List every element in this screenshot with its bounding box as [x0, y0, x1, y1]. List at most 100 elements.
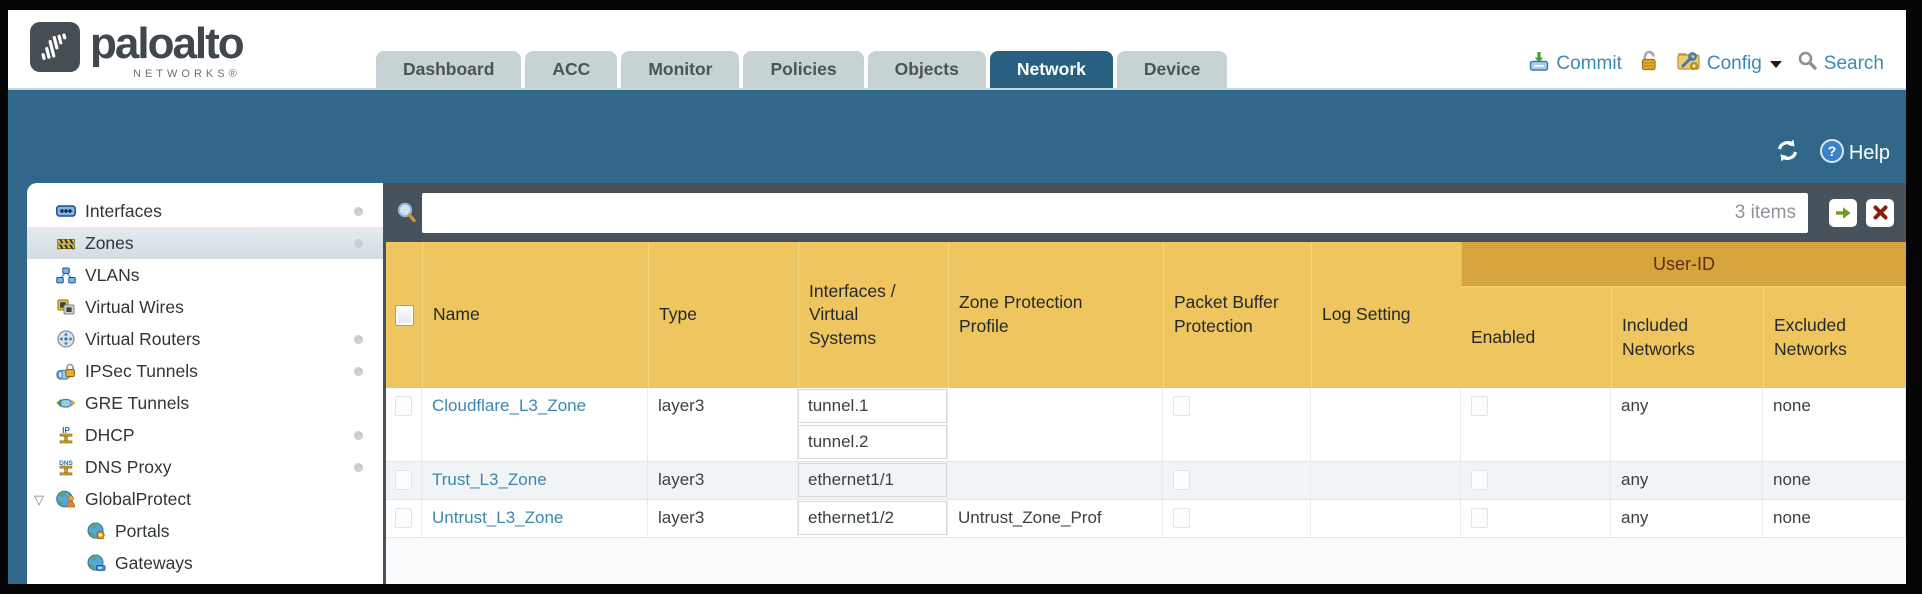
- status-dot: [354, 462, 363, 472]
- zone-name-link[interactable]: Trust_L3_Zone: [432, 470, 547, 489]
- config-label: Config: [1706, 53, 1762, 74]
- tab-device[interactable]: Device: [1116, 51, 1228, 88]
- filter-input[interactable]: [422, 192, 1808, 233]
- paloalto-logo: paloalto NETWORKS®: [30, 22, 245, 80]
- cell-excluded-networks: none: [1763, 462, 1906, 499]
- cell-zone-protection-profile: Untrust_Zone_Prof: [948, 500, 1163, 537]
- cell-included-networks: any: [1611, 388, 1763, 461]
- refresh-icon[interactable]: [1774, 137, 1801, 170]
- sidebar-item-globalprotect[interactable]: ▽ GlobalProtect: [34, 488, 192, 509]
- table-header: Name Type Interfaces / Virtual Systems Z…: [386, 242, 1906, 388]
- column-header-type[interactable]: Type: [648, 242, 798, 388]
- config-menu-button[interactable]: Config: [1676, 49, 1782, 79]
- cell-interfaces: ethernet1/2: [798, 500, 948, 537]
- cell-log-setting: [1311, 388, 1461, 461]
- tab-acc[interactable]: ACC: [525, 51, 618, 88]
- table-row: Cloudflare_L3_Zone layer3 tunnel.1 tunne…: [386, 388, 1906, 462]
- cell-log-setting: [1311, 462, 1461, 499]
- tab-network[interactable]: Network: [989, 51, 1113, 88]
- user-id-enabled-checkbox[interactable]: [1471, 508, 1488, 528]
- dhcp-icon: IP: [55, 425, 77, 445]
- column-header-enabled[interactable]: Enabled: [1471, 327, 1536, 348]
- cell-zone-protection-profile: [948, 462, 1163, 499]
- row-checkbox[interactable]: [395, 470, 412, 490]
- tab-monitor[interactable]: Monitor: [621, 51, 740, 88]
- network-sidebar: Interfaces Zones: [27, 183, 383, 584]
- zone-name-link[interactable]: Cloudflare_L3_Zone: [432, 396, 587, 415]
- sidebar-item-portals[interactable]: Portals: [27, 515, 383, 547]
- zone-name-link[interactable]: Untrust_L3_Zone: [432, 508, 564, 527]
- interface-value: tunnel.2: [798, 425, 947, 459]
- column-header-interfaces[interactable]: Interfaces / Virtual Systems: [798, 242, 948, 388]
- tab-objects[interactable]: Objects: [867, 51, 986, 88]
- sidebar-item-vlans[interactable]: VLANs: [27, 259, 383, 291]
- interface-value: ethernet1/1: [798, 463, 947, 497]
- expand-caret-icon[interactable]: ▽: [34, 492, 44, 507]
- column-header-name[interactable]: Name: [422, 242, 648, 388]
- sidebar-item-dhcp[interactable]: IP DHCP: [27, 419, 383, 451]
- lock-button[interactable]: [1637, 49, 1661, 79]
- teal-banner: ? Help: [8, 88, 1906, 183]
- sidebar-item-gre-tunnels[interactable]: GRE Tunnels: [27, 387, 383, 419]
- column-header-excluded-networks[interactable]: Excluded Networks: [1763, 288, 1906, 388]
- help-label: Help: [1848, 142, 1890, 164]
- row-checkbox[interactable]: [395, 396, 412, 416]
- gre-tunnels-icon: [55, 393, 77, 413]
- sidebar-item-gateways[interactable]: Gateways: [27, 547, 383, 579]
- virtual-wires-icon: [55, 297, 77, 317]
- table-row: Trust_L3_Zone layer3 ethernet1/1 any non…: [386, 462, 1906, 500]
- apply-filter-button[interactable]: [1829, 198, 1857, 227]
- column-header-zone-protection-profile[interactable]: Zone Protection Profile: [948, 242, 1163, 388]
- search-icon: [1797, 50, 1819, 78]
- cell-interfaces: ethernet1/1: [798, 462, 948, 499]
- sidebar-item-ipsec-tunnels[interactable]: IPSec Tunnels: [27, 355, 383, 387]
- items-count: 3 items: [1734, 201, 1796, 223]
- content-area: 3 items Name: [386, 183, 1906, 584]
- sidebar-item-virtual-wires[interactable]: Virtual Wires: [27, 291, 383, 323]
- top-header: paloalto NETWORKS® Dashboard ACC Monitor…: [8, 10, 1906, 88]
- table-row: Untrust_L3_Zone layer3 ethernet1/2 Untru…: [386, 500, 1906, 538]
- main-nav-tabs: Dashboard ACC Monitor Policies Objects N…: [376, 51, 1231, 88]
- sidebar-item-zones[interactable]: Zones: [27, 227, 383, 259]
- packet-buffer-protection-checkbox[interactable]: [1173, 508, 1190, 528]
- clear-filter-button[interactable]: [1866, 198, 1894, 227]
- status-dot: [354, 334, 363, 344]
- packet-buffer-protection-checkbox[interactable]: [1173, 470, 1190, 490]
- interface-value: tunnel.1: [798, 389, 947, 423]
- dns-proxy-icon: DNS: [55, 457, 77, 477]
- user-id-enabled-checkbox[interactable]: [1471, 470, 1488, 490]
- ipsec-tunnels-icon: [55, 361, 77, 381]
- filter-toolbar: 3 items: [386, 183, 1906, 242]
- user-id-enabled-checkbox[interactable]: [1471, 396, 1488, 416]
- svg-text:IP: IP: [62, 426, 70, 435]
- vlans-icon: [55, 265, 77, 285]
- commit-label: Commit: [1556, 53, 1622, 74]
- table-empty-space: [386, 538, 1906, 584]
- tab-policies[interactable]: Policies: [743, 51, 864, 88]
- column-header-packet-buffer-protection[interactable]: Packet Buffer Protection: [1163, 242, 1311, 388]
- commit-button[interactable]: Commit: [1527, 49, 1622, 79]
- filter-search-icon: [392, 201, 422, 225]
- cell-type: layer3: [648, 388, 798, 461]
- interfaces-icon: [55, 201, 77, 221]
- cell-interfaces: tunnel.1 tunnel.2: [798, 388, 948, 461]
- help-button[interactable]: ? Help: [1819, 138, 1890, 170]
- packet-buffer-protection-checkbox[interactable]: [1173, 396, 1190, 416]
- global-search-button[interactable]: Search: [1797, 50, 1884, 78]
- svg-text:DNS: DNS: [59, 460, 73, 467]
- status-dot: [354, 238, 363, 248]
- sidebar-item-virtual-routers[interactable]: Virtual Routers: [27, 323, 383, 355]
- zones-icon: [55, 233, 77, 253]
- portals-icon: [85, 521, 107, 541]
- column-header-included-networks[interactable]: Included Networks: [1611, 288, 1763, 388]
- sidebar-item-dns-proxy[interactable]: DNS DNS Proxy: [27, 451, 383, 483]
- select-all-checkbox[interactable]: [394, 304, 414, 326]
- search-label: Search: [1823, 53, 1884, 74]
- paloalto-logo-icon: [30, 22, 80, 72]
- column-header-log-setting[interactable]: Log Setting: [1311, 242, 1461, 388]
- sidebar-item-interfaces[interactable]: Interfaces: [27, 195, 383, 227]
- gateways-icon: [85, 553, 107, 573]
- row-checkbox[interactable]: [395, 508, 412, 528]
- help-icon: ?: [1819, 138, 1845, 170]
- tab-dashboard[interactable]: Dashboard: [376, 51, 522, 88]
